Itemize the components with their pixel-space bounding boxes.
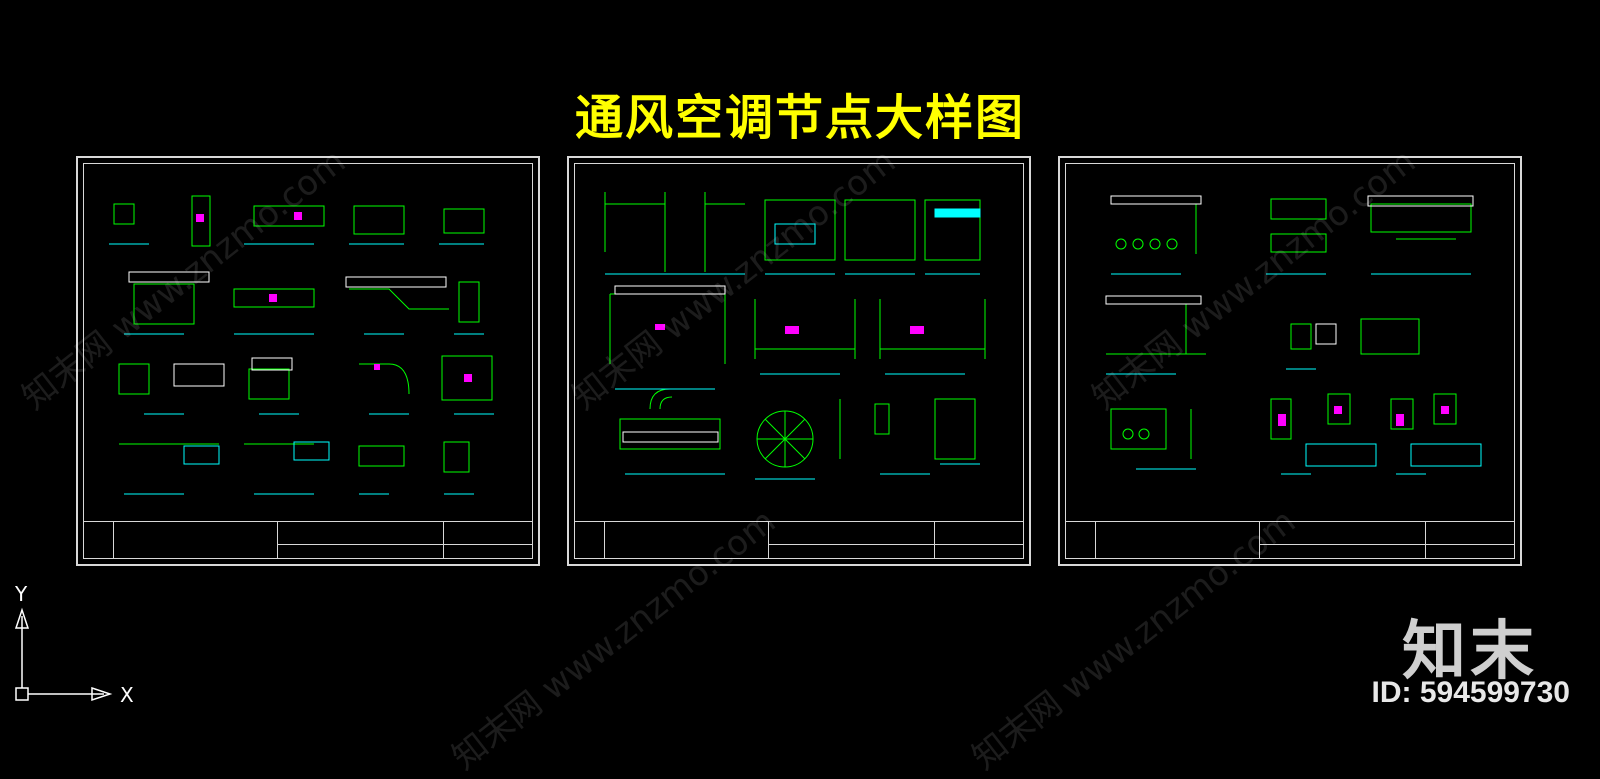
title-block-3 [1066, 521, 1514, 558]
ucs-x-label: X [120, 683, 134, 707]
sheet-border-1 [83, 163, 533, 559]
sheet-border-2 [574, 163, 1024, 559]
ucs-axis-icon [14, 607, 113, 702]
title-block-1 [84, 521, 532, 558]
watermark-id: ID: 594599730 [1371, 676, 1571, 709]
title-block-2 [575, 521, 1023, 558]
drawing-sheet-3[interactable] [1058, 156, 1522, 566]
sheet-1-details [109, 195, 494, 495]
sheet-2-details [604, 192, 986, 480]
sheet-3-details [1105, 195, 1482, 475]
drawing-sheet-2[interactable] [567, 156, 1031, 566]
drawing-title: 通风空调节点大样图 [574, 90, 1025, 146]
ucs-y-label: Y [15, 582, 28, 606]
watermark-logo: 知末 [1402, 615, 1538, 689]
sheet-border-3 [1065, 163, 1515, 559]
drawing-sheet-1[interactable] [76, 156, 540, 566]
